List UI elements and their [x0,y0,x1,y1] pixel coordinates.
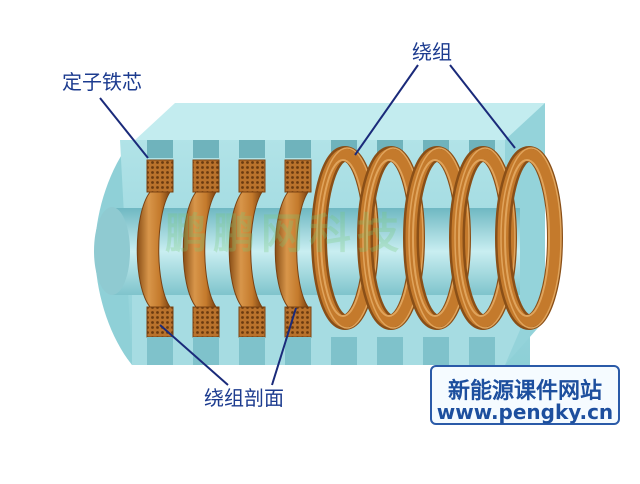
slot-conductor-top [146,159,174,193]
leader-section-2 [271,307,297,386]
leader-section-1 [159,324,229,386]
slot-notch-bottom [147,337,173,365]
windings [311,146,563,330]
label-winding-section: 绕组剖面 [204,386,284,410]
slot-notch-top [239,140,265,158]
slot-notch-bottom [331,337,357,365]
leader-lines [99,64,516,386]
slot-conductor-top [284,159,312,193]
leader-stator-core [99,97,149,159]
winding-section-hoop [274,191,309,308]
slots-bottom [146,306,495,365]
slot-notch-top [193,140,219,158]
slot-conductor-top [238,159,266,193]
site-url[interactable]: www.pengky.cn [436,400,614,424]
slot-notch-top [285,140,311,158]
winding-coil [495,146,563,330]
winding-sections [136,191,309,308]
bore-end [94,207,130,295]
winding-section-hoop [182,191,217,308]
label-winding: 绕组 [412,40,452,64]
watermark: 鹏鹏网科技 [165,209,406,258]
site-name: 新能源课件网站 [447,379,602,404]
slot-notch-bottom [423,337,449,365]
label-stator-core: 定子铁芯 [62,70,142,94]
site-badge: 新能源课件网站 www.pengky.cn [430,365,620,425]
slot-notch-bottom [193,337,219,365]
slot-notch-bottom [377,337,403,365]
slot-conductor-top [192,159,220,193]
winding-section-hoop [228,191,263,308]
slot-conductor-bottom [238,306,266,338]
core-top-face [135,103,545,140]
leader-winding-2 [449,64,516,149]
slot-notch-bottom [285,337,311,365]
slot-notch-top [147,140,173,158]
winding-section-hoop [136,191,171,308]
slot-conductor-bottom [192,306,220,338]
slot-notch-bottom [239,337,265,365]
leader-winding-1 [354,64,419,156]
slot-notch-bottom [469,337,495,365]
